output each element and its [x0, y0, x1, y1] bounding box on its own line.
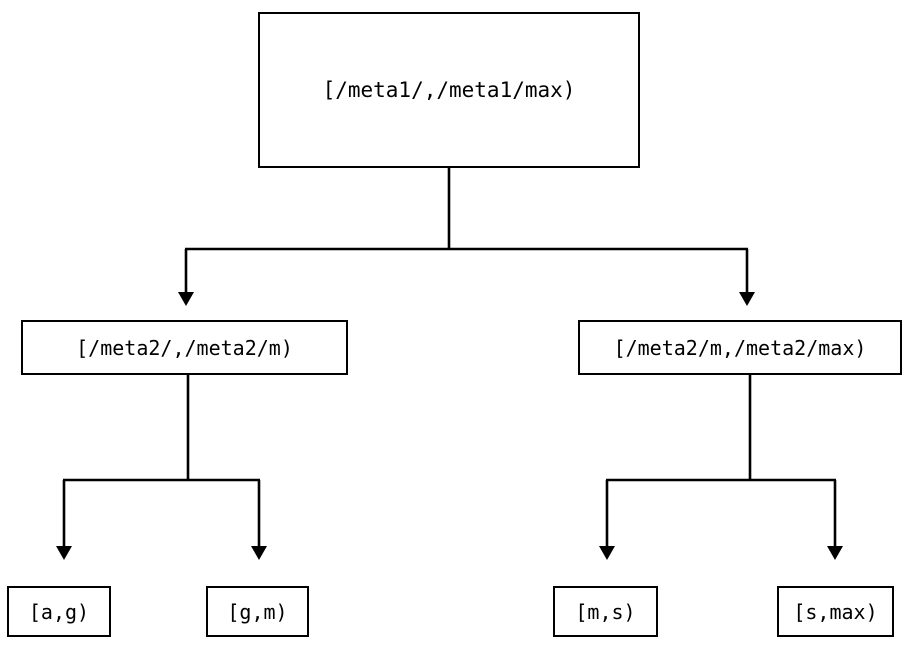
- node-mid-right[interactable]: [/meta2/m,/meta2/max): [578, 320, 902, 375]
- node-leaf-g-m-label: [g,m): [227, 599, 288, 624]
- node-mid-left-label: [/meta2/,/meta2/m): [76, 335, 293, 360]
- edge-mid-left-to-leaf-gm: [251, 480, 267, 560]
- node-mid-left[interactable]: [/meta2/,/meta2/m): [21, 320, 348, 375]
- node-root-label: [/meta1/,/meta1/max): [322, 77, 576, 102]
- node-leaf-s-max-label: [s,max): [793, 599, 878, 624]
- edge-mid-right-to-leaf-smax: [827, 480, 843, 560]
- node-leaf-m-s[interactable]: [m,s): [553, 586, 658, 637]
- node-leaf-g-m[interactable]: [g,m): [206, 586, 309, 637]
- edge-root-to-mid-right: [739, 249, 755, 306]
- node-leaf-s-max[interactable]: [s,max): [777, 586, 894, 637]
- edge-mid-right-to-leaf-ms: [599, 375, 836, 560]
- edge-root-to-mid-left: [178, 168, 748, 306]
- node-leaf-a-g-label: [a,g): [28, 599, 90, 624]
- node-leaf-m-s-label: [m,s): [575, 599, 636, 624]
- node-leaf-a-g[interactable]: [a,g): [7, 586, 111, 637]
- edge-mid-left-to-leaf-ag: [56, 375, 260, 560]
- node-mid-right-label: [/meta2/m,/meta2/max): [613, 335, 867, 360]
- node-root[interactable]: [/meta1/,/meta1/max): [258, 12, 640, 168]
